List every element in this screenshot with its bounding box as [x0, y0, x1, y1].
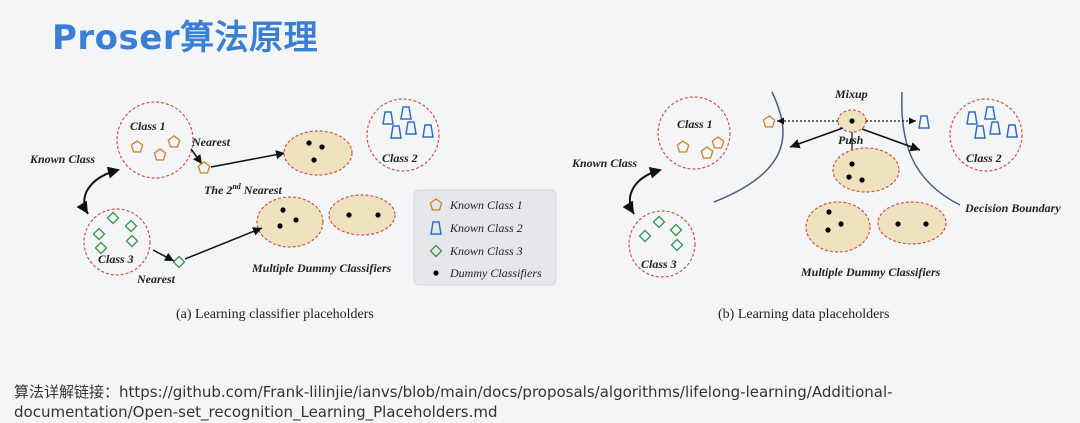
slide-title: Proser算法原理 — [52, 18, 319, 58]
dot-icon — [846, 174, 852, 180]
dot-icon — [311, 157, 317, 163]
legend: Known Class 1 Known Class 2 Known Class … — [413, 189, 557, 286]
proser-diagram: Class 1 Class 2 Class 3 Known C — [29, 87, 1061, 322]
dot-icon — [277, 223, 283, 229]
dot-icon — [838, 221, 844, 227]
decision-boundary-label: Decision Boundary — [964, 201, 1061, 215]
pentagon-icon — [197, 161, 211, 174]
decision-boundary-right — [901, 91, 961, 206]
link-line-2[interactable]: documentation/Open-set_recognition_Learn… — [14, 403, 498, 421]
dot-icon — [895, 221, 901, 227]
link-to-dummy-bottom — [184, 227, 263, 260]
push-arrow-left — [789, 127, 844, 149]
nearest-arrow-bottom — [152, 249, 175, 262]
dot-icon — [433, 270, 439, 276]
class3-label-b: Class 3 — [641, 257, 677, 271]
dummy-ellipse — [283, 130, 353, 176]
known-class-arrow-b — [622, 166, 662, 215]
class3-circle: Class 3 — [83, 208, 151, 276]
diagram-b: Class 1 Class 2 Class 3 Known Class — [571, 87, 1061, 322]
svg-text:Known Class 2: Known Class 2 — [449, 221, 523, 235]
dot-icon — [849, 118, 855, 124]
link-line-1[interactable]: 算法详解链接：https://github.com/Frank-lilinjie… — [14, 383, 893, 401]
class1-label-b: Class 1 — [677, 117, 713, 131]
diamond-icon — [172, 255, 186, 269]
class2-circle-b: Class 2 — [949, 98, 1023, 172]
class3-label: Class 3 — [98, 252, 134, 266]
legend-item-known-class-1: Known Class 1 — [429, 198, 523, 212]
multiple-dummy-label-a: Multiple Dummy Classifiers — [251, 261, 392, 275]
dot-icon — [923, 221, 929, 227]
dot-icon — [859, 177, 865, 183]
svg-text:Dummy Classifiers: Dummy Classifiers — [449, 266, 542, 280]
nearest-bottom-label: Nearest — [136, 272, 176, 286]
decision-boundary-left — [713, 91, 784, 203]
diagram-a: Class 1 Class 2 Class 3 Known C — [29, 98, 557, 322]
class1-circle-b: Class 1 — [657, 96, 731, 170]
nearest-top-label: Nearest — [191, 135, 231, 149]
caption-a: (a) Learning classifier placeholders — [176, 307, 374, 322]
nearest-arrow-top — [190, 148, 203, 165]
known-class-arrow — [76, 166, 120, 215]
dot-icon — [293, 217, 299, 223]
svg-text:Known Class 3: Known Class 3 — [449, 244, 523, 258]
dot-icon — [826, 209, 832, 215]
dot-icon — [319, 144, 325, 150]
push-arrow-right — [861, 128, 921, 152]
dummy-ellipse — [832, 147, 900, 193]
class2-circle: Class 2 — [366, 98, 440, 172]
dot-icon — [849, 161, 855, 167]
known-class-label: Known Class — [29, 152, 95, 166]
dot-icon — [346, 212, 352, 218]
trapezoid-icon — [918, 115, 930, 129]
dummy-ellipse — [256, 196, 324, 248]
push-label: Push — [838, 133, 864, 147]
link-to-dummy-top — [210, 150, 286, 168]
legend-item-dummy: Dummy Classifiers — [433, 266, 542, 280]
legend-item-known-class-2: Known Class 2 — [430, 221, 523, 235]
class1-label: Class 1 — [130, 119, 166, 133]
class2-label: Class 2 — [382, 151, 418, 165]
known-class-label-b: Known Class — [571, 156, 637, 170]
dummy-ellipse — [328, 194, 396, 236]
svg-text:Known Class 1: Known Class 1 — [449, 198, 523, 212]
pentagon-icon — [762, 115, 776, 128]
class1-circle: Class 1 — [116, 101, 194, 179]
dummy-ellipse — [805, 201, 871, 253]
second-nearest-label: The 2nd Nearest — [204, 182, 282, 197]
legend-item-known-class-3: Known Class 3 — [429, 244, 523, 258]
dot-icon — [375, 212, 381, 218]
class2-label-b: Class 2 — [966, 151, 1002, 165]
class3-circle-b: Class 3 — [628, 210, 696, 278]
multiple-dummy-label-b: Multiple Dummy Classifiers — [800, 265, 941, 279]
dot-icon — [280, 207, 286, 213]
caption-b: (b) Learning data placeholders — [718, 307, 889, 322]
mixup-label: Mixup — [834, 87, 868, 101]
dot-icon — [306, 140, 312, 146]
dot-icon — [825, 227, 831, 233]
dummy-ellipse — [877, 201, 947, 245]
